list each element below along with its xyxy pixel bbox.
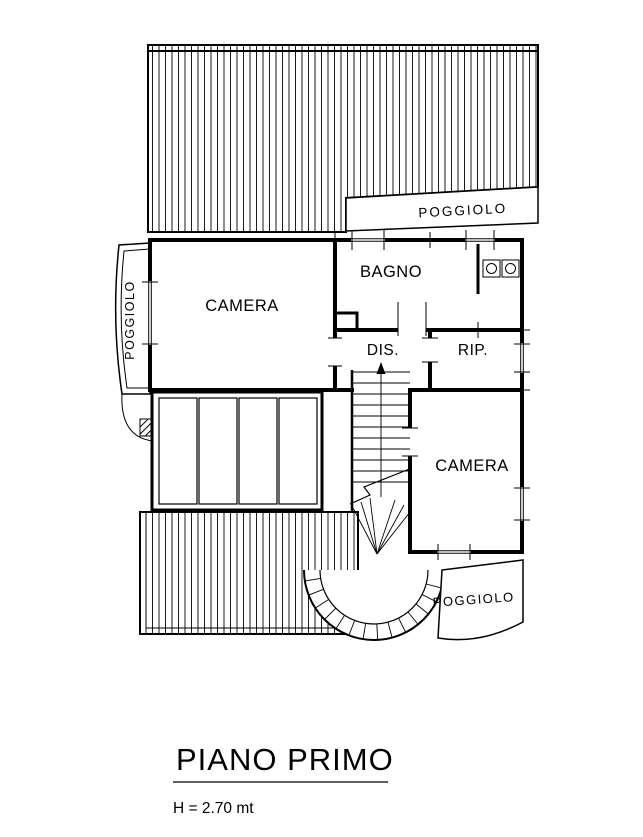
room-label-camera-2: CAMERA (435, 457, 509, 475)
bath-fixtures (482, 259, 520, 278)
room-label-camera-1: CAMERA (205, 297, 279, 315)
balcony-label-top-right: POGGIOLO (418, 201, 507, 221)
turret-radial-hatch (304, 577, 442, 640)
plan-height-note: H = 2.70 mt (173, 800, 254, 817)
room-labels: CAMERA BAGNO DIS. RIP. CAMERA (205, 263, 509, 475)
plan-title: PIANO PRIMO (176, 742, 394, 777)
room-label-dis: DIS. (367, 342, 399, 359)
balcony-label-left: POGGIOLO (123, 280, 137, 359)
panel-terrace (150, 390, 324, 512)
stair-arrow-icon (376, 362, 386, 374)
title-block: PIANO PRIMO H = 2.70 mt (173, 742, 394, 817)
stair-break-line (349, 467, 413, 505)
balcony-label-bottom-right: POGGIOLO (432, 589, 515, 610)
door-swing-arc (121, 393, 154, 442)
room-label-rip: RIP. (458, 342, 488, 359)
stair-winders (352, 497, 411, 555)
interior-walls (335, 240, 480, 512)
openings (142, 230, 530, 560)
room-label-bagno: BAGNO (360, 263, 422, 281)
staircase (349, 362, 413, 555)
balcony-bottom-right: POGGIOLO (432, 559, 524, 641)
balcony-left: POGGIOLO (114, 242, 158, 442)
balcony-top-right: POGGIOLO (345, 186, 539, 232)
turret-balcony (303, 569, 445, 641)
